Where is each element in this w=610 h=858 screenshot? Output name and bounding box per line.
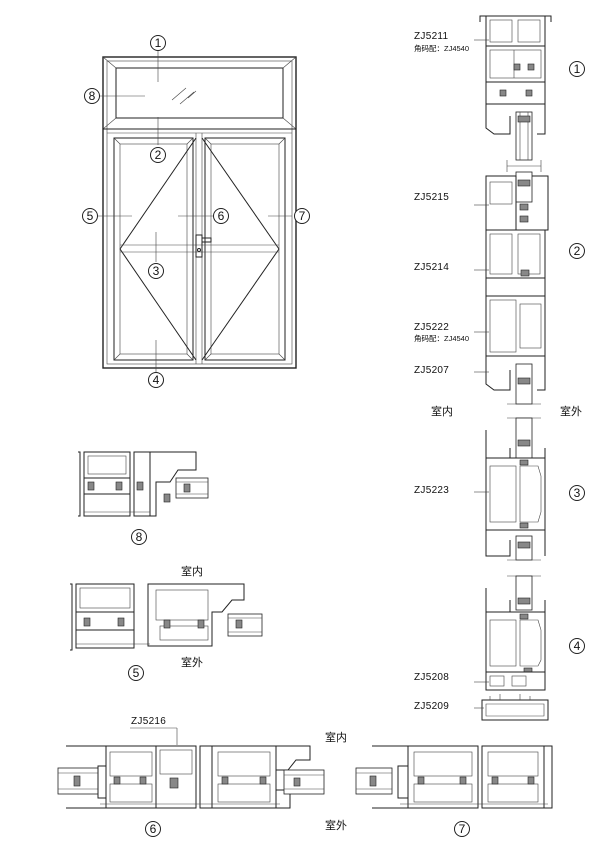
callout-2	[150, 147, 166, 163]
section-callout-1	[569, 61, 585, 77]
section-3-midrail	[485, 417, 546, 561]
section-6-meeting-stile	[57, 745, 325, 809]
outdoor-label-section-5: 室外	[181, 655, 203, 669]
label-zj5216: ZJ5216	[131, 716, 166, 727]
corner-code-note-1: 角码配：ZJ4540	[414, 43, 469, 53]
section-7-jamb	[355, 745, 553, 809]
svg-text:6: 6	[150, 822, 157, 836]
indoor-label-right: 室内	[431, 404, 453, 418]
section-callout-3	[569, 485, 585, 501]
transom-panel	[115, 67, 284, 119]
corner-code-note-2: 角码配：ZJ4540	[414, 333, 469, 343]
svg-text:7: 7	[459, 822, 466, 836]
svg-text:8: 8	[136, 530, 143, 544]
section-callout-8	[131, 529, 147, 545]
svg-text:5: 5	[87, 209, 94, 223]
outdoor-label-section-6: 室外	[325, 818, 347, 832]
callout-1	[150, 35, 166, 51]
svg-text:3: 3	[153, 264, 160, 278]
svg-text:3: 3	[574, 486, 581, 500]
callout-7	[294, 208, 310, 224]
section-callout-5	[128, 665, 144, 681]
door-elevation	[102, 56, 297, 369]
svg-text:1: 1	[155, 36, 162, 50]
svg-text:2: 2	[574, 244, 581, 258]
indoor-label-section-5: 室内	[181, 564, 203, 578]
svg-text:8: 8	[89, 89, 96, 103]
label-zj5208: ZJ5208	[414, 672, 449, 683]
svg-text:2: 2	[155, 148, 162, 162]
door-outer-frame	[102, 56, 297, 369]
section-2-mullion	[485, 166, 549, 405]
left-leaf	[113, 137, 194, 361]
section-callout-6	[145, 821, 161, 837]
callout-8	[84, 88, 100, 104]
section-callout-2	[569, 243, 585, 259]
section-callout-7	[454, 821, 470, 837]
label-zj5222: ZJ5222	[414, 322, 449, 333]
callout-4	[148, 372, 164, 388]
section-callout-4	[569, 638, 585, 654]
callout-6	[213, 208, 229, 224]
svg-text:4: 4	[574, 639, 581, 653]
indoor-label-section-6: 室内	[325, 730, 347, 744]
elevation-leaders	[98, 50, 292, 372]
elevation-callouts: 1 8 2 5 6 7 3 4	[82, 35, 310, 388]
section-5-jamb	[70, 583, 263, 651]
section-8-transom-side	[78, 451, 209, 517]
door-handle	[195, 234, 203, 258]
right-leaf	[204, 137, 286, 361]
callout-3	[148, 263, 164, 279]
section-4-bottom	[481, 575, 549, 721]
label-zj5211: ZJ5211	[414, 31, 449, 42]
label-zj5209: ZJ5209	[414, 701, 449, 712]
label-zj5214: ZJ5214	[414, 262, 449, 273]
section-1-head	[479, 15, 552, 167]
svg-text:4: 4	[153, 373, 160, 387]
svg-text:6: 6	[218, 209, 225, 223]
label-zj5223: ZJ5223	[414, 485, 449, 496]
label-zj5215: ZJ5215	[414, 192, 449, 203]
svg-text:5: 5	[133, 666, 140, 680]
callout-5	[82, 208, 98, 224]
svg-text:7: 7	[299, 209, 306, 223]
svg-text:1: 1	[574, 62, 581, 76]
outdoor-label-right: 室外	[560, 404, 582, 418]
label-zj5207: ZJ5207	[414, 365, 449, 376]
